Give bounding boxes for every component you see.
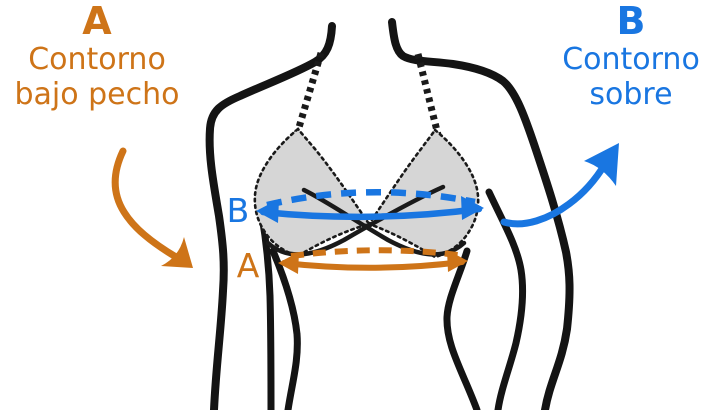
right-shoulder-arm-outline [388,18,574,410]
under-bust-measure-arrow [278,247,468,274]
over-bust-arrow-dashed [266,188,476,209]
over-bust-pointer-arrowhead [584,143,619,186]
under-bust-arrow-label: A [236,246,260,285]
under-bust-arrowhead-left [278,252,299,274]
under-bust-arrowhead-right [447,250,468,272]
over-bust-arrowhead-left [256,199,279,223]
under-bust-text-line1: Contorno [28,42,166,77]
right-bra-strap [414,53,443,140]
under-bust-letter: A [82,0,112,43]
under-bust-pointer-curve [111,147,180,261]
right-inner-arm-line [485,188,527,410]
bra-crossover-line-right [301,187,467,257]
bra-crossover-line-left [265,184,446,257]
left-bra-strap [291,52,325,142]
under-bust-arrow-dashed [290,247,459,259]
over-bust-text-line1: Contorno [562,42,700,77]
left-torso-line [258,212,275,410]
torso-outline [205,18,574,410]
under-bust-arrow-solid [281,259,465,271]
right-torso-line [443,247,481,410]
under-bust-text-line2: bajo pecho [14,77,180,112]
under-bust-annotation: A Contorno bajo pecho [0,0,194,112]
over-bust-text-line2: sobre [589,77,673,112]
over-bust-arrow-label: B [226,191,250,230]
over-bust-pointer-curve [500,160,609,228]
under-bust-pointer-arrow [111,147,193,268]
bra [253,52,480,259]
over-bust-pointer-arrow [500,143,619,228]
over-bust-annotation: B Contorno sobre [544,0,716,112]
over-bust-measure-arrow [256,188,484,223]
over-bust-letter: B [616,0,646,43]
under-bust-pointer-arrowhead [161,237,193,268]
over-bust-arrow-solid [259,205,483,221]
over-bust-arrowhead-right [461,196,484,220]
left-shoulder-arm-outline [205,22,336,410]
left-inner-arm-line [269,247,301,410]
